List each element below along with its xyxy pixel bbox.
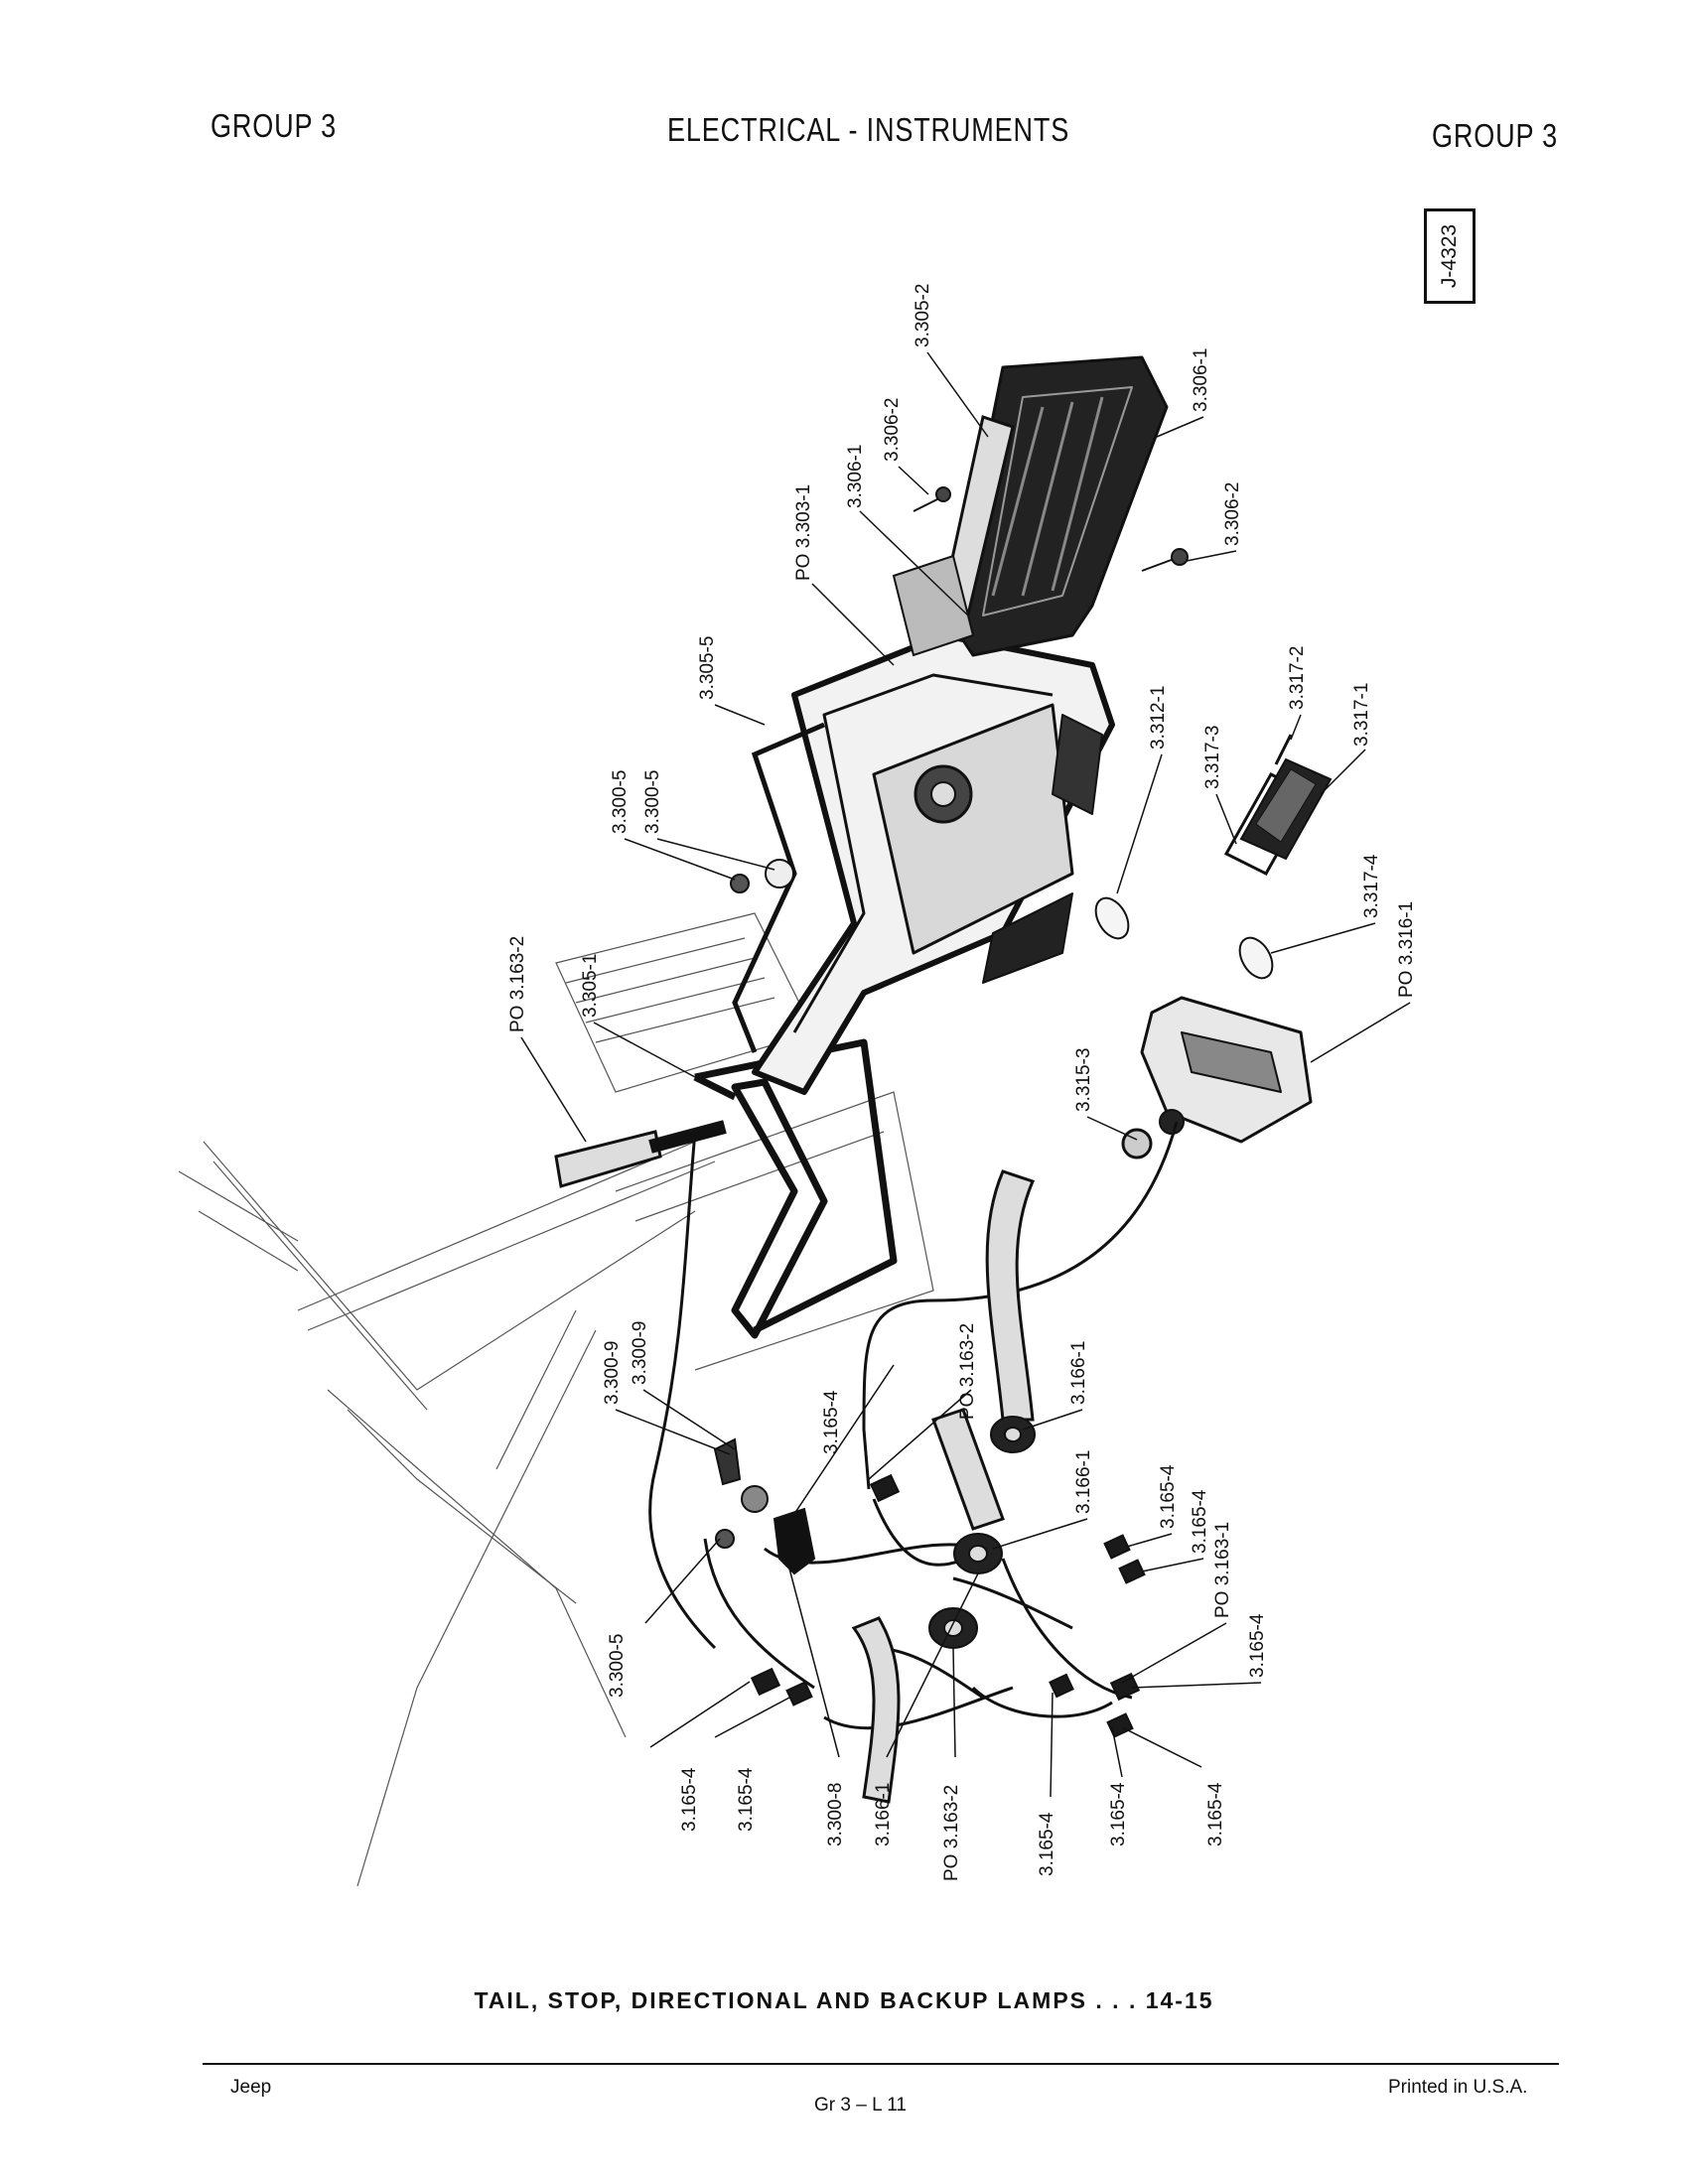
callout-label: 3.312-1: [1148, 686, 1169, 750]
callout-label: 3.166-1: [1073, 1450, 1094, 1514]
group-label-right: GROUP 3: [1432, 117, 1559, 154]
page-title: ELECTRICAL - INSTRUMENTS: [667, 111, 1070, 148]
callout-label: 3.317-2: [1287, 646, 1308, 710]
callout-label: PO 3.163-1: [1212, 1522, 1233, 1618]
tail-lamp-housing: [752, 632, 1115, 1095]
nut-and-washer: [730, 859, 794, 893]
callout-label: 3.300-5: [642, 770, 663, 834]
lens-reflector-plate: [892, 554, 975, 657]
callout-label: 3.165-4: [1037, 1812, 1057, 1876]
callout-label: 3.166-1: [1068, 1341, 1089, 1405]
rubber-cable-sleeve: [554, 1130, 1036, 1804]
callout-label: 3.315-3: [1073, 1048, 1094, 1112]
callout-label: 3.165-4: [1205, 1782, 1226, 1846]
mounting-hardware: [713, 1437, 816, 1575]
callout-label: 3.300-5: [607, 1634, 628, 1698]
callout-label: 3.306-1: [845, 445, 866, 508]
callout-label: 3.166-1: [873, 1783, 894, 1846]
callout-label: 3.317-3: [1202, 726, 1223, 789]
figure-id-box: J-4323: [1424, 208, 1476, 304]
lens-screw-icon: [913, 486, 1189, 572]
callout-label: PO 3.163-2: [941, 1785, 962, 1881]
callout-leader-lines: [520, 351, 1411, 1798]
callout-label: PO 3.163-2: [957, 1323, 978, 1420]
callout-label: 3.306-1: [1191, 348, 1211, 412]
callout-label: 3.305-2: [913, 284, 933, 347]
callout-label: 3.300-9: [630, 1321, 650, 1385]
wiring-harness: [648, 1121, 1179, 1730]
vehicle-body-outline: [178, 912, 934, 1887]
callout-label: 3.305-5: [697, 636, 718, 700]
callout-label: 3.306-2: [1222, 482, 1243, 546]
callout-label: 3.300-8: [825, 1783, 846, 1846]
callout-label: PO 3.316-1: [1396, 901, 1417, 998]
callout-label: 3.165-4: [1158, 1464, 1179, 1529]
harness-grommet-icon: [928, 1416, 1036, 1649]
lamp-bulb-icon: [1094, 896, 1274, 980]
harness-connector-icon: [750, 1473, 1146, 1738]
callout-label: 3.165-4: [736, 1767, 757, 1832]
callout-label: 3.165-4: [1108, 1782, 1129, 1846]
backup-lamp-housing: [1140, 996, 1313, 1144]
grommet-icon: [1121, 1128, 1153, 1160]
footer-page-ref: Gr 3 – L 11: [814, 2095, 907, 2116]
callout-label: 3.165-4: [1190, 1489, 1210, 1554]
callout-labels: 3.305-2 3.306-1 3.306-2 3.306-1 PO 3.303…: [507, 284, 1417, 1881]
callout-label: 3.165-4: [821, 1390, 842, 1454]
callout-label: 3.300-5: [610, 770, 631, 834]
callout-label: 3.317-4: [1361, 854, 1382, 918]
callout-label: 3.165-4: [679, 1767, 700, 1832]
footer-printed: Printed in U.S.A.: [1388, 2077, 1528, 2098]
callout-label: 3.165-4: [1247, 1613, 1268, 1678]
callout-label: 3.305-1: [580, 954, 601, 1018]
callout-label: 3.300-9: [602, 1341, 623, 1405]
group-label-left: GROUP 3: [211, 107, 338, 144]
callout-label: 3.306-2: [882, 398, 903, 462]
black-harness-segment: [648, 1120, 727, 1154]
callout-label: PO 3.163-2: [507, 936, 528, 1032]
callout-label: 3.317-1: [1351, 683, 1372, 747]
footer-rule: [203, 2063, 1559, 2065]
callout-label: PO 3.303-1: [793, 484, 814, 581]
backup-lamp-lens: [1223, 734, 1333, 876]
footer-brand: Jeep: [230, 2077, 272, 2098]
figure-caption: TAIL, STOP, DIRECTIONAL AND BACKUP LAMPS…: [474, 1987, 1214, 2013]
